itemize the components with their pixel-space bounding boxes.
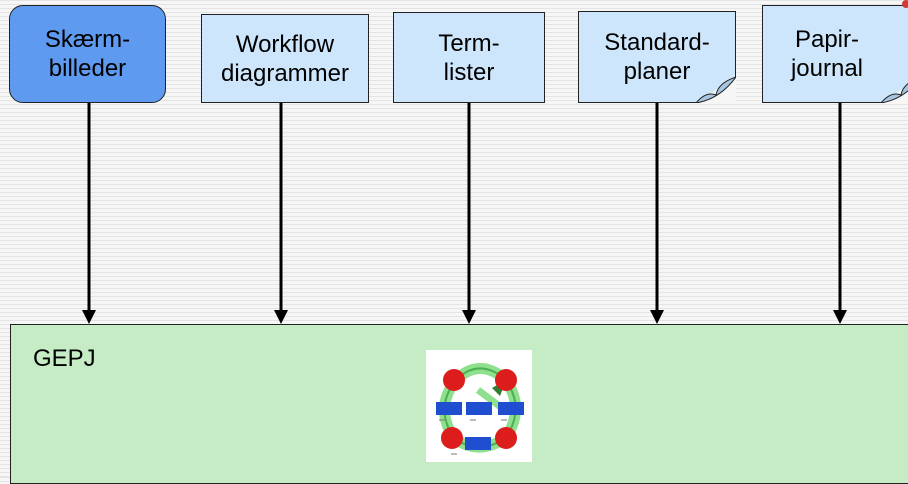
box-termlister: Term- lister: [393, 12, 545, 103]
arrow-skaermbilleder: [82, 103, 96, 324]
arrow-workflow-diagrammer: [274, 103, 288, 324]
arrow-papirjournal: [833, 103, 847, 324]
box-standardplaner-label: Standard- planer: [604, 29, 710, 85]
box-papirjournal: Papir- journal: [762, 5, 908, 103]
gepj-label: GEPJ: [33, 345, 96, 372]
box-skaermbilleder-label: Skærm- billeder: [44, 26, 131, 82]
box-termlister-label: Term- lister: [438, 29, 500, 86]
box-workflow-diagrammer: Workflow diagrammer: [201, 14, 369, 103]
page-curl-icon: [696, 77, 736, 103]
red-marker-dot: [902, 0, 908, 8]
arrow-termlister: [462, 103, 476, 324]
workflow-cycle-icon: [426, 350, 532, 462]
box-skaermbilleder: Skærm- billeder: [9, 5, 166, 103]
box-papirjournal-label: Papir- journal: [790, 26, 864, 82]
gepj-box: GEPJ: [10, 324, 908, 484]
arrow-standardplaner: [650, 103, 664, 324]
box-workflow-diagrammer-label: Workflow diagrammer: [220, 30, 350, 87]
box-standardplaner: Standard- planer: [578, 11, 736, 103]
page-curl-icon: [881, 83, 908, 103]
